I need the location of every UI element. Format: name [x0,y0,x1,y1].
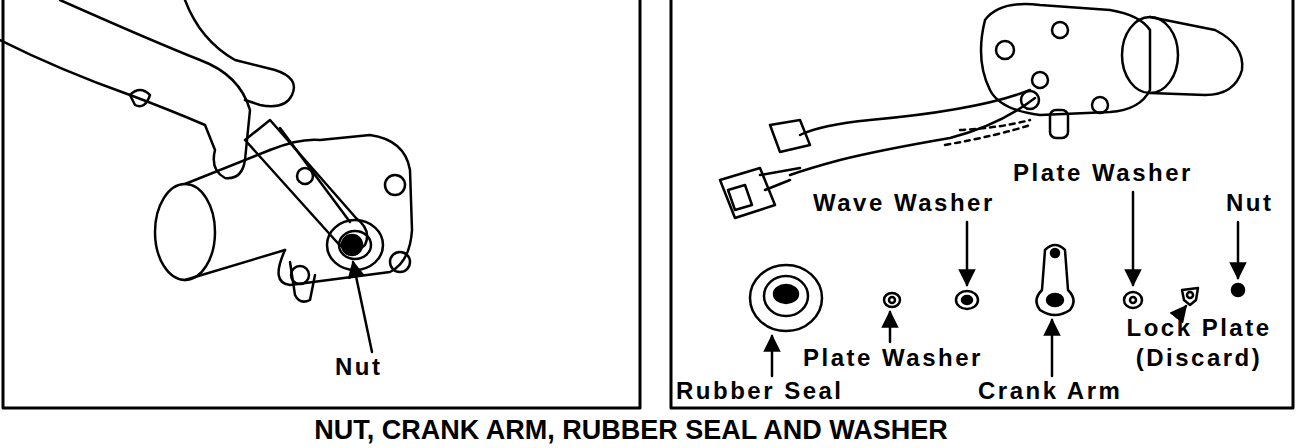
crank-arm [1036,245,1073,315]
hand-with-wrench [0,0,367,255]
part-label: Lock Plate (Discard) [1110,313,1288,373]
nut [1232,284,1244,296]
panel-frame [671,0,1293,408]
part-label: Rubber Seal [676,376,844,406]
figure-caption: NUT, CRANK ARM, RUBBER SEAL AND WASHER [0,413,1262,447]
wiper-motor [155,135,412,302]
plate-washer [884,293,900,307]
leader-line [353,262,372,352]
part-label: Nut [1226,188,1273,218]
plate-washer [1124,292,1142,308]
wiper-motor [720,4,1242,218]
lock-plate [1182,288,1198,305]
part-label: Nut [335,352,382,382]
part-label: Plate Washer [803,343,983,373]
wave-washer [956,291,978,309]
part-label: Plate Washer [1013,158,1193,188]
rubber-seal [750,265,822,331]
panel-frame [3,0,640,408]
part-label: Wave Washer [813,188,995,218]
part-label: Crank Arm [978,376,1122,406]
